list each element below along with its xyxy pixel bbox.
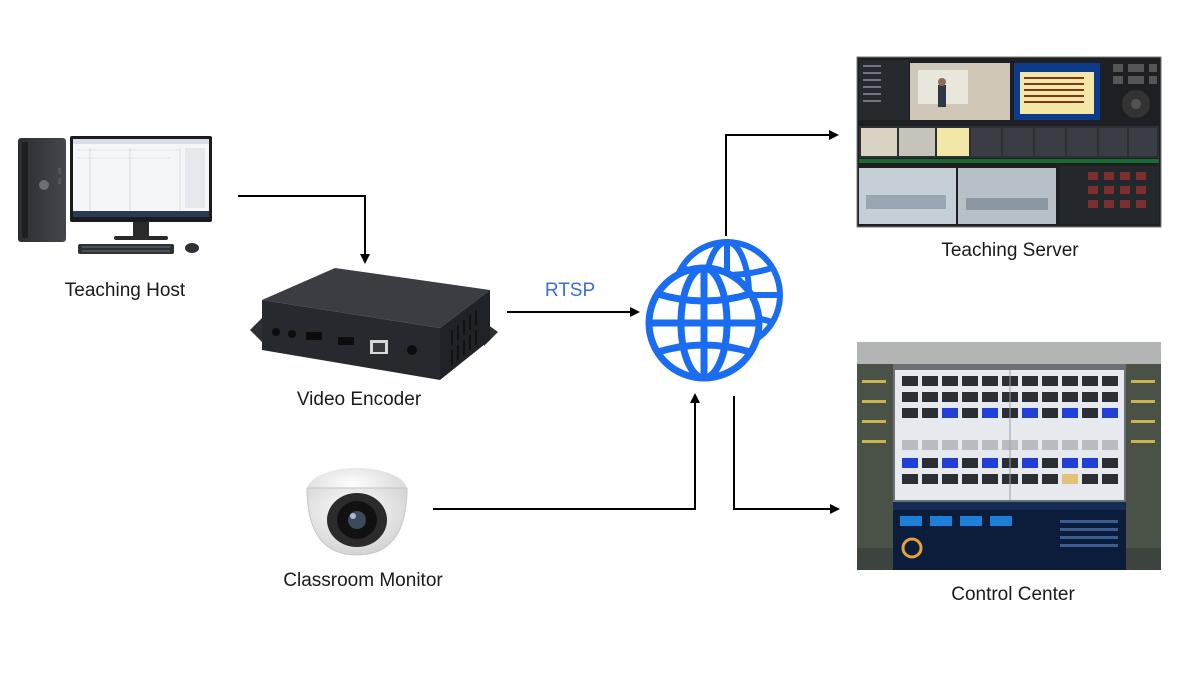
teaching-server-label: Teaching Server [941, 240, 1079, 261]
control-room-video-wall-photo [857, 342, 1161, 570]
dome-camera-icon [306, 468, 408, 556]
video-encoder-box-icon [250, 268, 498, 380]
arrow-host-to-encoder [238, 195, 370, 264]
monitoring-software-screenshot [856, 56, 1162, 228]
control-center-label: Control Center [951, 584, 1075, 605]
rtsp-edge-label: RTSP [544, 280, 596, 301]
classroom-monitor-label: Classroom Monitor [283, 570, 443, 591]
video-encoder-label: Video Encoder [296, 389, 422, 410]
arrow-network-to-server [725, 130, 839, 236]
connector-arrows [238, 130, 840, 514]
desktop-computer-icon [18, 136, 212, 254]
teaching-host-label: Teaching Host [64, 280, 186, 301]
globe-network-icon [645, 239, 783, 382]
arrow-monitor-to-network [433, 393, 700, 510]
arrow-network-to-control [733, 396, 840, 514]
